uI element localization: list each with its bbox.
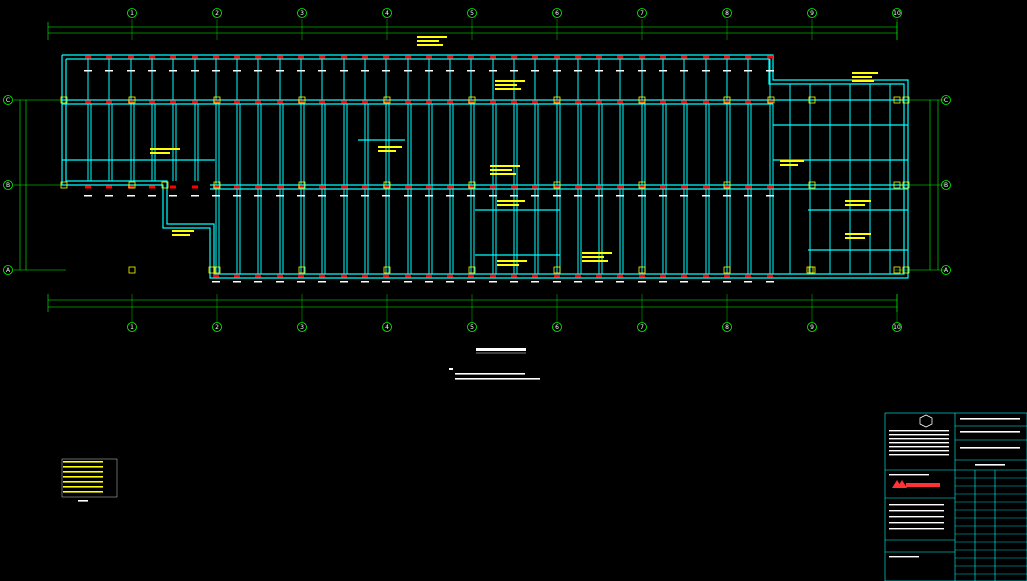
axis-bubble-bottom-2: 2 [212,322,222,332]
svg-text:7: 7 [640,10,644,17]
axis-bubble-left-A: A [3,265,13,275]
axis-bubble-bottom-10: 10 [892,322,902,332]
svg-text:3: 3 [300,10,304,17]
title-block-logo [889,414,1020,558]
axis-bubble-bottom-9: 9 [807,322,817,332]
axis-bubble-bottom-6: 6 [552,322,562,332]
bottom-axis-bubbles: 1 2 3 4 5 6 7 8 9 10 [127,322,902,332]
axis-bubble-bottom-8: 8 [722,322,732,332]
side-dimension-lines [14,99,945,271]
title-block [884,412,1027,581]
axis-bubble-bottom-1: 1 [127,322,137,332]
axis-bubble-right-A: A [941,265,951,275]
axis-bubble-bottom-4: 4 [382,322,392,332]
svg-text:A: A [944,267,949,274]
svg-text:8: 8 [725,10,729,17]
svg-text:4: 4 [385,10,389,17]
svg-text:7: 7 [640,324,644,331]
axis-bubble-top-4: 4 [382,8,392,18]
beam-annotations [150,36,878,266]
svg-text:2: 2 [215,10,219,17]
svg-text:A: A [6,267,11,274]
grid-axis-lines [131,19,898,322]
svg-text:10: 10 [893,10,901,17]
axis-bubble-bottom-3: 3 [297,322,307,332]
axis-bubble-left-B: B [3,180,13,190]
svg-text:5: 5 [470,324,474,331]
axis-bubble-top-9: 9 [807,8,817,18]
title-block-rows [955,477,1027,575]
drawing-title-area [449,348,540,380]
svg-text:5: 5 [470,10,474,17]
svg-text:10: 10 [893,324,901,331]
svg-text:3: 3 [300,324,304,331]
svg-text:1: 1 [130,324,134,331]
axis-bubble-right-C: C [941,95,951,105]
svg-text:8: 8 [725,324,729,331]
axis-bubble-bottom-5: 5 [467,322,477,332]
columns [60,55,910,278]
axis-bubble-top-10: 10 [892,8,902,18]
axis-bubble-right-B: B [941,180,951,190]
axis-bubble-top-2: 2 [212,8,222,18]
svg-text:C: C [6,97,10,104]
axis-bubble-left-C: C [3,95,13,105]
svg-text:9: 9 [810,324,814,331]
axis-bubble-bottom-7: 7 [637,322,647,332]
svg-text:B: B [6,182,10,189]
svg-text:C: C [944,97,948,104]
axis-bubble-top-7: 7 [637,8,647,18]
svg-text:6: 6 [555,324,559,331]
legend-table [61,458,118,502]
svg-text:9: 9 [810,10,814,17]
axis-bubble-top-3: 3 [297,8,307,18]
axis-bubble-top-6: 6 [552,8,562,18]
axis-bubble-top-5: 5 [467,8,477,18]
beam-label-marks [84,70,774,283]
svg-text:6: 6 [555,10,559,17]
svg-text:2: 2 [215,324,219,331]
svg-text:B: B [944,182,948,189]
top-axis-bubbles: 1 2 3 4 5 6 7 8 9 10 [127,8,902,18]
svg-text:4: 4 [385,324,389,331]
axis-bubble-top-1: 1 [127,8,137,18]
svg-text:1: 1 [130,10,134,17]
axis-bubble-top-8: 8 [722,8,732,18]
beam-layout [61,54,909,279]
side-axis-bubbles: A A B B C C [3,95,951,275]
